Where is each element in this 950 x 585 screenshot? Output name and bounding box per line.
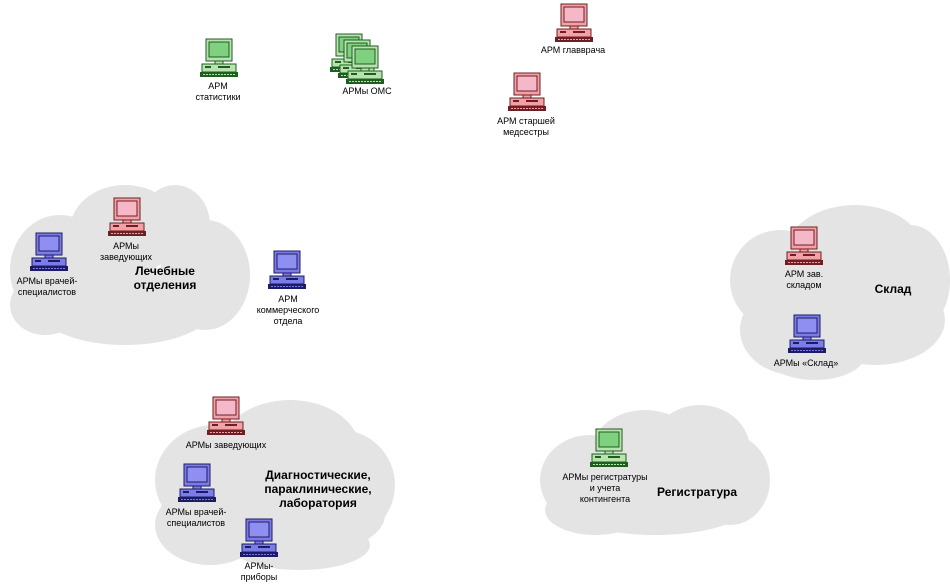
computer-icon xyxy=(30,232,68,271)
workstation-registry[interactable] xyxy=(590,428,628,468)
computer-icon xyxy=(108,197,146,236)
label-diag-doctors: АРМы врачей-специалистов xyxy=(165,507,227,528)
workstation-head-nurse[interactable] xyxy=(508,72,546,112)
label-oms: АРМы ОМС xyxy=(342,86,392,96)
group-label-diagnostics: Диагностические,параклинические,лаборато… xyxy=(264,468,372,510)
computer-icon xyxy=(268,250,306,289)
computer-icon xyxy=(590,428,628,467)
group-label-warehouse: Склад xyxy=(874,282,912,296)
computer-icon xyxy=(200,38,238,77)
workstation-chief-doctor[interactable] xyxy=(555,3,593,43)
computer-icon xyxy=(207,396,245,435)
label-ward-doctors: АРМы врачей-специалистов xyxy=(16,276,78,297)
workstation-diag-doctors[interactable] xyxy=(178,463,216,503)
workstation-ward-doctors[interactable] xyxy=(30,232,68,272)
workstation-ward-heads[interactable] xyxy=(108,197,146,237)
workstation-devices[interactable] xyxy=(240,518,278,558)
cloud-registry xyxy=(540,405,770,535)
label-devices: АРМы-приборы xyxy=(240,561,278,582)
label-diag-heads: АРМы заведующих xyxy=(185,440,267,450)
computer-icon xyxy=(508,72,546,111)
workstation-warehouse-head[interactable] xyxy=(785,226,823,266)
computer-icon xyxy=(555,3,593,42)
label-chief-doctor: АРМ главврача xyxy=(540,45,606,55)
workstation-warehouse[interactable] xyxy=(788,314,826,354)
workstation-commercial[interactable] xyxy=(268,250,306,290)
workstation-diag-heads[interactable] xyxy=(207,396,245,436)
computer-icon xyxy=(788,314,826,353)
label-warehouse: АРМы «Склад» xyxy=(773,358,839,368)
label-warehouse-head: АРМ зав.складом xyxy=(784,269,824,290)
cloud-wards xyxy=(10,185,250,345)
workstation-statistics[interactable] xyxy=(200,38,238,78)
group-label-registry: Регистратура xyxy=(656,485,738,499)
workstation-oms[interactable] xyxy=(330,33,384,85)
computer-icon xyxy=(240,518,278,557)
computer-icon xyxy=(346,45,384,84)
computer-icon xyxy=(785,226,823,265)
computer-icon xyxy=(178,463,216,502)
